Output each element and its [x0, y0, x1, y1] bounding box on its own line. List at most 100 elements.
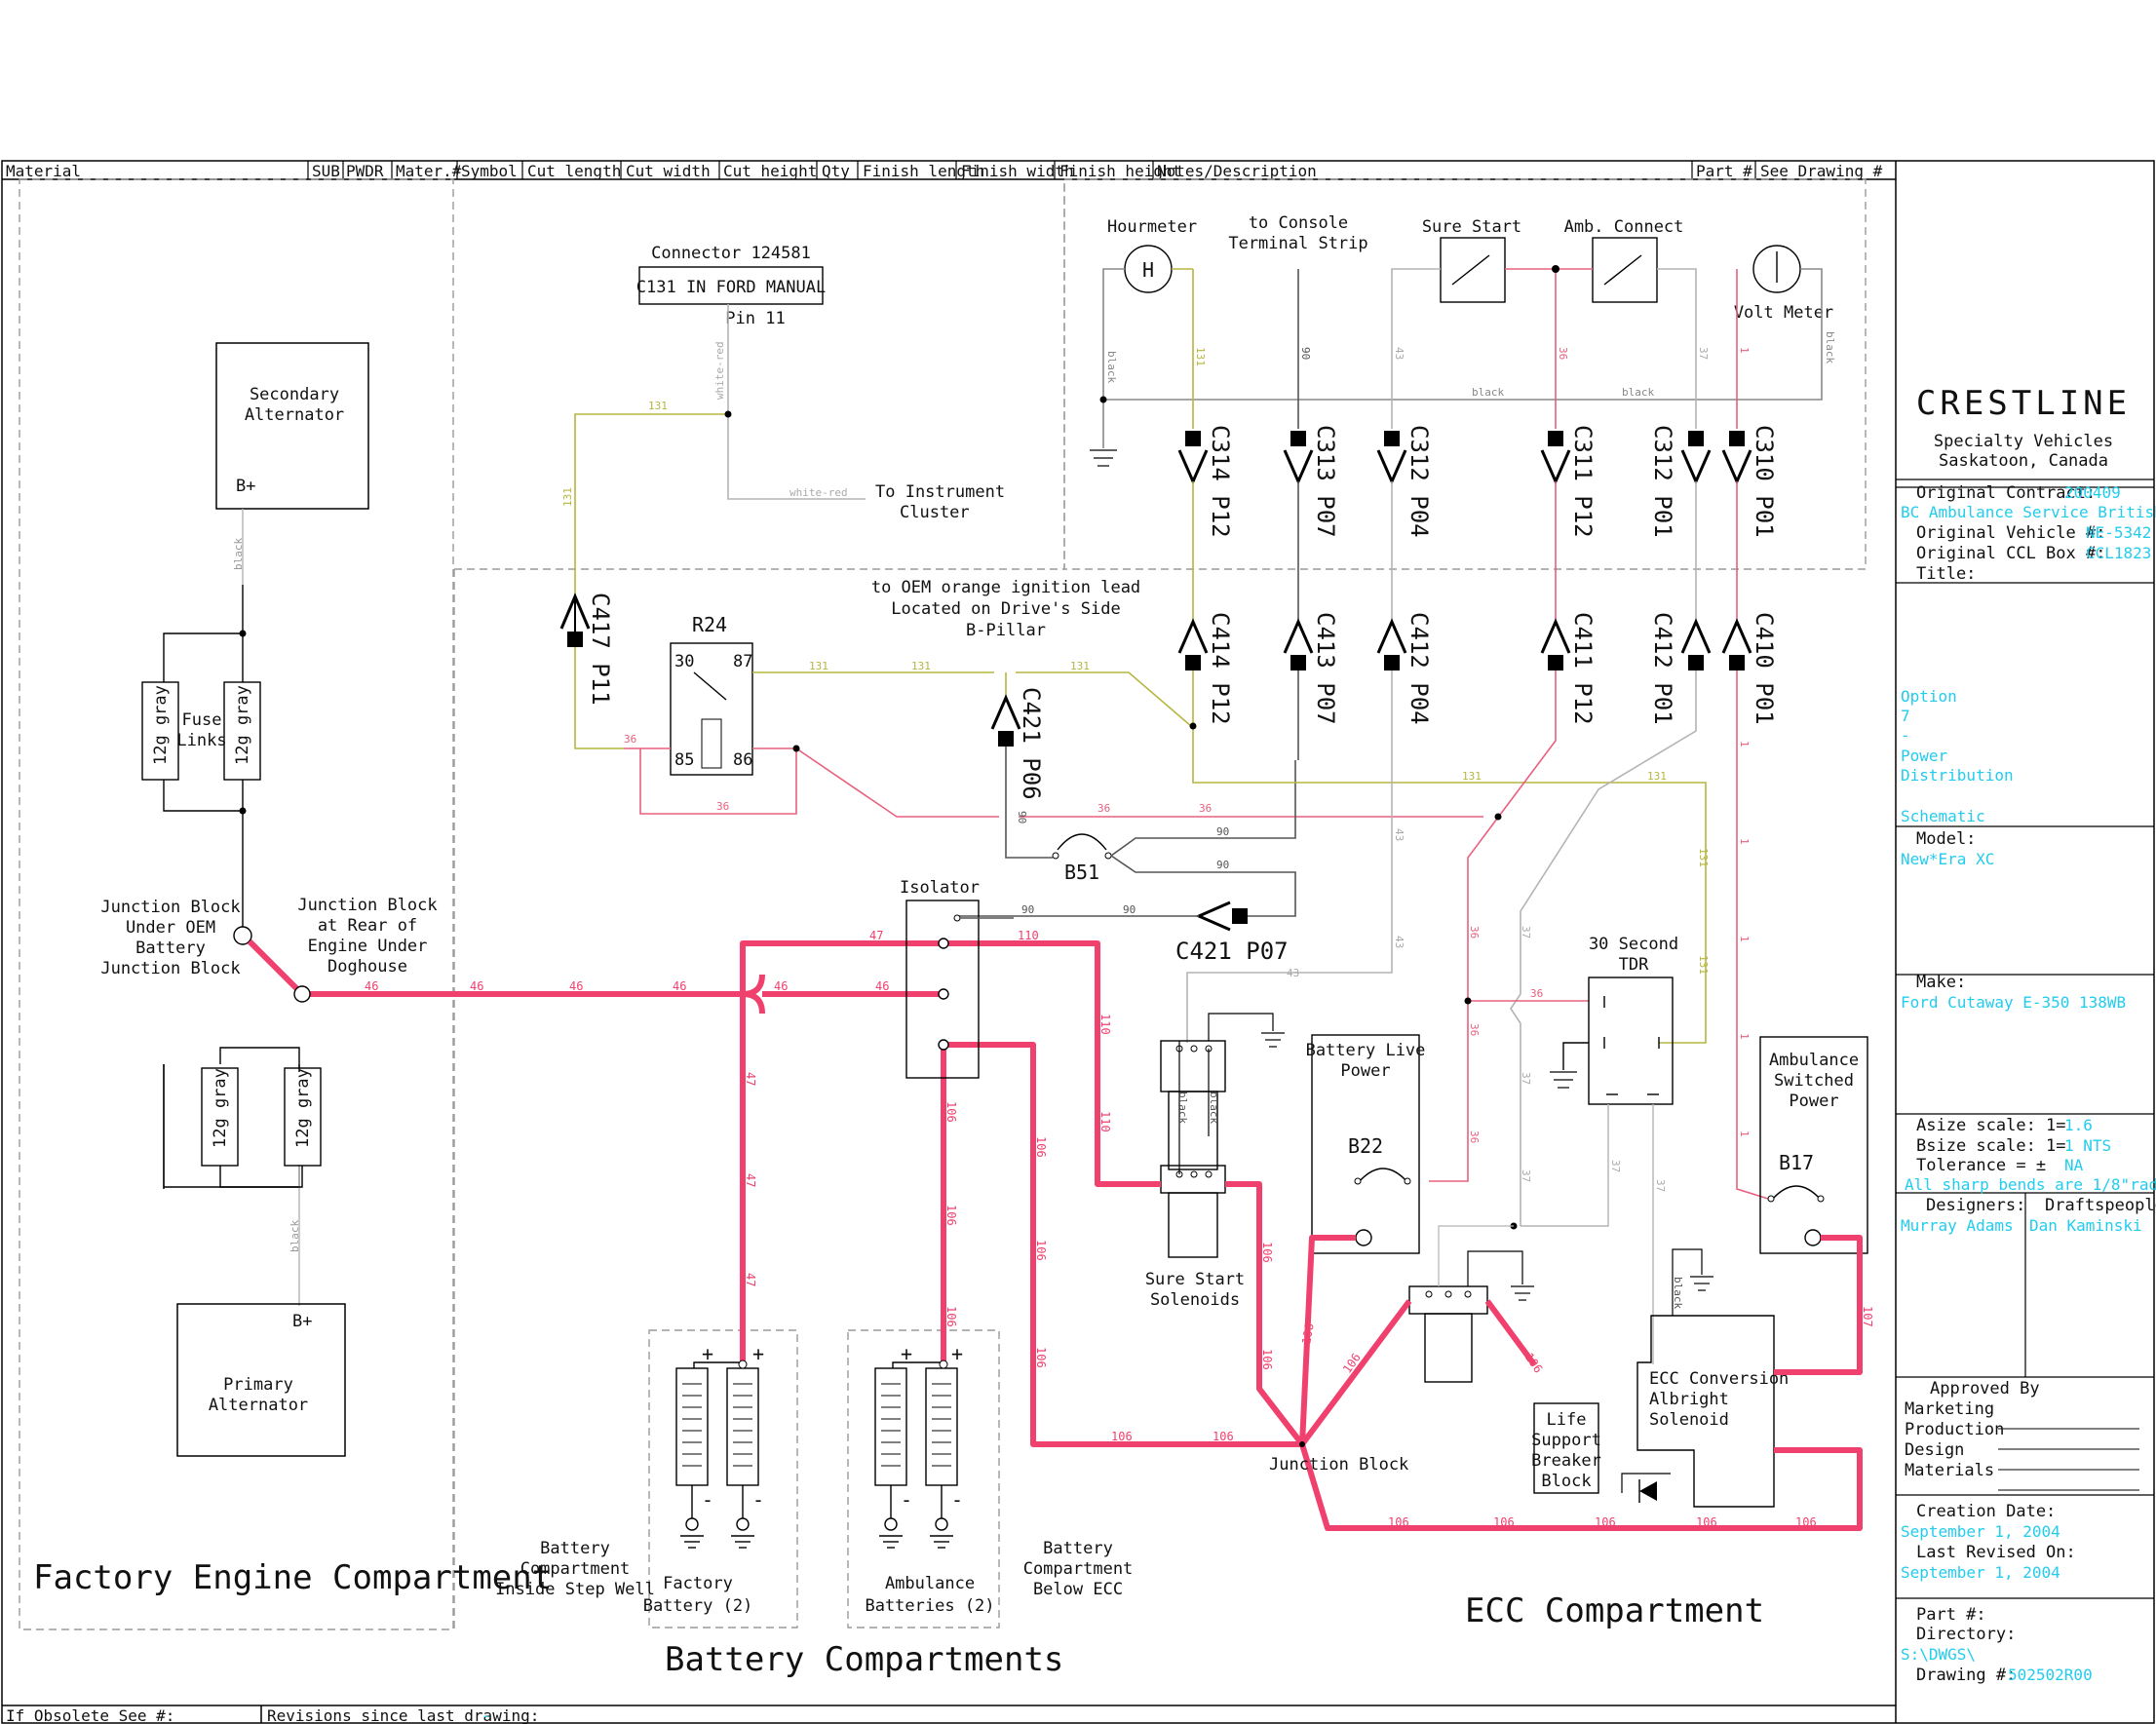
- col-finish-height: Finish height: [1059, 162, 1181, 180]
- svg-text:to OEM orange ignition lead: to OEM orange ignition lead: [871, 578, 1140, 597]
- ambulance-switched-power-b17: Ambulance Switched Power B17: [1759, 1036, 1868, 1254]
- svg-text:106: 106: [1034, 1240, 1048, 1261]
- svg-text:131: 131: [1647, 770, 1667, 783]
- approval-design: Design: [1905, 1440, 1964, 1460]
- svg-text:black: black: [1672, 1277, 1684, 1309]
- col-see-drawing: See Drawing #: [1760, 162, 1883, 180]
- svg-text:37: 37: [1654, 1179, 1667, 1192]
- svg-text:C311 P12: C311 P12: [1569, 425, 1597, 538]
- drafts-value: Dan Kaminski: [2029, 1216, 2142, 1235]
- footer: If Obsolete See #: Revisions since last …: [6, 1706, 539, 1724]
- col-cut-height: Cut height: [723, 162, 817, 180]
- svg-text:30 Second: 30 Second: [1589, 935, 1678, 954]
- col-finish-length: Finish length: [863, 162, 984, 180]
- svg-text:12g gray: 12g gray: [233, 685, 252, 765]
- svg-text:Battery: Battery: [135, 939, 206, 958]
- svg-text:C312 P01: C312 P01: [1649, 425, 1676, 538]
- svg-text:47: 47: [744, 1072, 757, 1086]
- bsize-value: 1 NTS: [2064, 1136, 2111, 1155]
- battery-live-power-b22: Battery Live Power B22: [1306, 1034, 1426, 1254]
- svg-text:131: 131: [1697, 848, 1710, 867]
- svg-text:90: 90: [1216, 859, 1229, 871]
- svg-text:C131 IN FORD MANUAL: C131 IN FORD MANUAL: [636, 278, 826, 297]
- svg-text:90: 90: [1021, 903, 1034, 916]
- asize-label: Asize scale: 1=: [1916, 1116, 2066, 1135]
- svg-text:Solenoids: Solenoids: [1150, 1290, 1240, 1310]
- amb-connect-switch: Amb. Connect: [1564, 217, 1684, 303]
- wire-black-sec: black: [232, 538, 245, 570]
- svg-text:106: 106: [1795, 1515, 1817, 1529]
- to-console: to Console Terminal Strip: [1228, 213, 1367, 253]
- svg-text:Albright: Albright: [1649, 1390, 1729, 1409]
- contract-label: Original Contract:: [1916, 483, 2096, 503]
- svg-text:30: 30: [674, 652, 694, 671]
- col-cut-length: Cut length: [527, 162, 621, 180]
- svg-text:85: 85: [674, 750, 694, 770]
- svg-text:C313 P07: C313 P07: [1312, 425, 1339, 538]
- svg-text:131: 131: [1070, 660, 1090, 672]
- svg-text:C412 P01: C412 P01: [1649, 612, 1676, 725]
- svg-text:Battery Live: Battery Live: [1306, 1041, 1426, 1060]
- approval-materials: Materials: [1905, 1461, 1994, 1480]
- title-line-5: Distribution: [1901, 766, 2014, 785]
- connector-c311: C311 P12: [1540, 425, 1597, 538]
- svg-text:Connector 124581: Connector 124581: [651, 244, 811, 263]
- svg-text:106: 106: [944, 1205, 958, 1226]
- hourmeter: Hourmeter H: [1107, 217, 1197, 293]
- svg-text:C421 P07: C421 P07: [1175, 938, 1289, 965]
- cab-zone: [454, 179, 1065, 570]
- col-material: Material: [6, 162, 81, 180]
- breaker-b51: B51: [1052, 833, 1112, 884]
- engine-zone: [19, 178, 454, 1630]
- svg-text:1: 1: [1738, 1033, 1751, 1040]
- svg-text:46: 46: [774, 979, 788, 993]
- svg-text:Under OEM: Under OEM: [126, 918, 215, 938]
- fuse-links-lower: 12g gray 12g gray: [201, 1067, 322, 1167]
- svg-text:1: 1: [1738, 347, 1751, 354]
- svg-text:Junction Block: Junction Block: [100, 898, 240, 917]
- svg-text:Volt Meter: Volt Meter: [1734, 303, 1833, 323]
- header-labels: Material SUB PWDR Mater.# Symbol Cut len…: [6, 162, 1883, 180]
- title-line-4: Power: [1901, 747, 1948, 765]
- svg-text:Hourmeter: Hourmeter: [1107, 217, 1197, 237]
- svg-text:37: 37: [1520, 1072, 1532, 1085]
- svg-text:43: 43: [1393, 828, 1405, 841]
- primary-alternator: B+ Primary Alternator: [176, 1303, 346, 1457]
- svg-text:-: -: [951, 1488, 963, 1512]
- svg-text:C417 P11: C417 P11: [587, 593, 614, 706]
- svg-text:R24: R24: [692, 613, 727, 636]
- svg-text:36: 36: [1097, 802, 1110, 815]
- svg-text:black: black: [1105, 351, 1118, 383]
- oem-ignition-lead: to OEM orange ignition lead Located on D…: [871, 578, 1140, 700]
- svg-text:37: 37: [1697, 347, 1710, 360]
- svg-text:Battery (2): Battery (2): [643, 1596, 753, 1616]
- svg-text:1: 1: [1738, 838, 1751, 845]
- col-cut-width: Cut width: [626, 162, 711, 180]
- svg-text:C412 P04: C412 P04: [1405, 612, 1433, 725]
- junction-block-rear-node: [293, 985, 311, 1003]
- console-zone: [1063, 178, 1867, 570]
- svg-text:white-red: white-red: [713, 341, 726, 400]
- part-label: Part #:: [1916, 1605, 1986, 1625]
- creation-value: September 1, 2004: [1901, 1522, 2060, 1541]
- connector-c412-p01: C412 P01: [1649, 612, 1712, 725]
- svg-text:36: 36: [1468, 1130, 1481, 1143]
- svg-text:Sure Start: Sure Start: [1145, 1270, 1245, 1289]
- svg-text:Cluster: Cluster: [900, 503, 970, 522]
- svg-text:1: 1: [1738, 936, 1751, 942]
- revised-label: Last Revised On:: [1916, 1543, 2076, 1562]
- svg-text:47: 47: [869, 929, 883, 942]
- svg-text:Amb. Connect: Amb. Connect: [1564, 217, 1684, 237]
- title-line-7: Schematic: [1901, 807, 1985, 825]
- svg-text:12g gray: 12g gray: [151, 685, 171, 765]
- svg-text:Alternator: Alternator: [245, 405, 344, 425]
- svg-text:B17: B17: [1779, 1151, 1814, 1174]
- svg-text:46: 46: [875, 979, 889, 993]
- svg-text:B+: B+: [292, 1312, 312, 1331]
- vehicle-label: Original Vehicle #:: [1916, 523, 2105, 543]
- approval-production: Production: [1905, 1420, 2004, 1439]
- approval-marketing: Marketing: [1905, 1399, 1994, 1419]
- svg-text:110: 110: [1098, 1014, 1112, 1035]
- volt-meter: Volt Meter: [1734, 245, 1833, 323]
- svg-text:C314 P12: C314 P12: [1207, 425, 1234, 538]
